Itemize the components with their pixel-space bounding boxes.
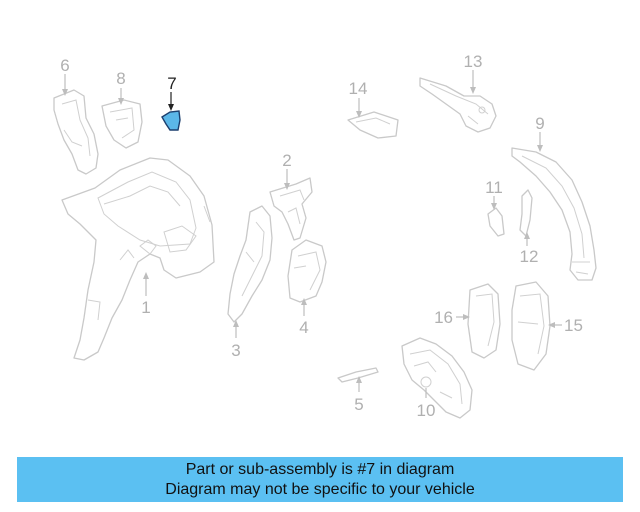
callout-14: 14 xyxy=(349,79,368,98)
callout-11: 11 xyxy=(485,178,503,197)
callout-15: 15 xyxy=(564,316,583,335)
part-16-liner xyxy=(467,283,501,359)
part-2-bracket xyxy=(269,177,313,241)
part-15-liner xyxy=(511,281,551,371)
callout-8: 8 xyxy=(116,69,125,88)
banner-line-2: Diagram may not be specific to your vehi… xyxy=(165,481,475,498)
callout-10: 10 xyxy=(417,401,436,420)
callout-4: 4 xyxy=(299,318,308,337)
callout-13: 13 xyxy=(464,52,483,71)
callout-2: 2 xyxy=(282,151,291,170)
info-banner: Part or sub-assembly is #7 in diagram Di… xyxy=(17,457,623,502)
part-9-wheelhouse xyxy=(511,147,597,281)
part-14-bracket xyxy=(347,111,399,139)
callout-6: 6 xyxy=(60,56,69,75)
part-1-inner-quarter-panel xyxy=(61,157,215,361)
part-7-highlighted xyxy=(161,110,181,131)
part-5-strip xyxy=(337,367,379,383)
callout-5: 5 xyxy=(354,395,363,414)
part-10-wheelhouse-inner xyxy=(401,337,473,419)
callout-7-highlighted: 7 xyxy=(167,74,176,93)
banner-line-1: Part or sub-assembly is #7 in diagram xyxy=(185,461,455,478)
parts-diagram: 1 2 3 4 5 6 7 8 9 10 11 12 13 14 15 16 xyxy=(53,52,597,420)
callout-1: 1 xyxy=(141,298,150,317)
callout-9: 9 xyxy=(535,114,544,133)
callout-3: 3 xyxy=(231,341,240,360)
callout-16: 16 xyxy=(434,308,453,327)
part-11-bracket xyxy=(487,207,505,237)
part-6-panel xyxy=(53,89,99,175)
part-4-panel xyxy=(287,239,327,303)
part-13-upper-rail xyxy=(419,77,497,133)
callout-12: 12 xyxy=(520,247,539,266)
part-12-bracket xyxy=(519,189,533,237)
part-3-pillar-reinforcement xyxy=(227,205,273,323)
part-8-panel xyxy=(101,99,143,149)
